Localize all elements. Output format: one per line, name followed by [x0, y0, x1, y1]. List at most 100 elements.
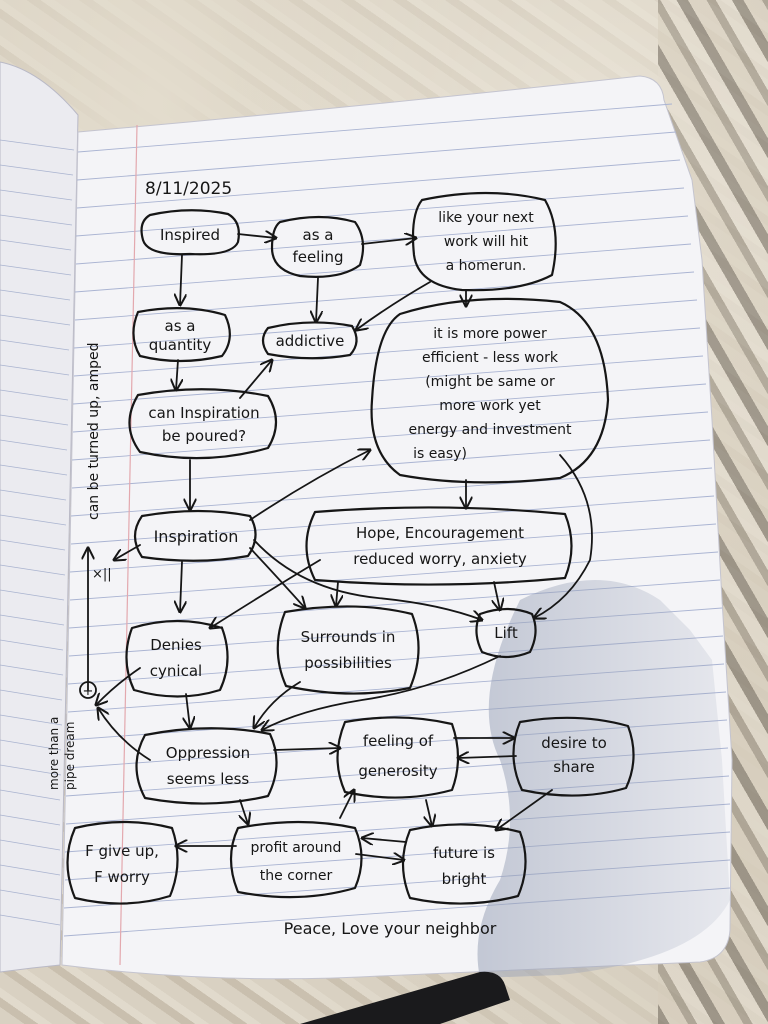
svg-text:profit around: profit around — [251, 840, 342, 856]
svg-text:cynical: cynical — [150, 662, 202, 680]
svg-text:Inspiration: Inspiration — [154, 527, 239, 546]
svg-text:be poured?: be poured? — [162, 427, 246, 445]
arrow-denies-to-oppression — [186, 693, 190, 728]
svg-text:quantity: quantity — [149, 336, 212, 354]
node-profit-shape — [229, 820, 363, 899]
arrow-desire-to-generosity — [458, 756, 517, 758]
label-denies-1: Denies — [150, 636, 202, 654]
plus-circle — [79, 681, 97, 699]
arrow-power-to-lift — [534, 454, 593, 618]
svg-text:as a: as a — [165, 317, 196, 335]
arrow-generosity-to-future — [426, 799, 432, 826]
label-hope-2: reduced worry, anxiety — [353, 550, 527, 568]
node-labels: Inspired as a feeling like your next wor… — [85, 210, 607, 888]
svg-text:generosity: generosity — [358, 762, 437, 780]
node-lift-shape — [475, 607, 537, 659]
arrow-inspiration-to-surrounds — [249, 547, 305, 608]
label-inspired: Inspired — [160, 226, 220, 244]
left-page — [0, 61, 79, 973]
node-give-up-shape — [66, 820, 179, 905]
node-hope-shape — [305, 506, 573, 586]
label-profit-2: the corner — [260, 868, 333, 884]
svg-text:more work yet: more work yet — [439, 398, 541, 414]
svg-text:Oppression: Oppression — [166, 744, 250, 762]
svg-text:addictive: addictive — [276, 332, 345, 350]
node-denies-cynical-shape — [125, 619, 229, 698]
svg-text:Inspired: Inspired — [160, 226, 220, 244]
label-power-6: is easy) — [413, 446, 467, 462]
arrow-profit-to-future — [355, 854, 404, 860]
svg-text:F worry: F worry — [94, 868, 150, 886]
node-homerun-shape — [411, 191, 557, 292]
label-giveup-1: F give up, — [85, 842, 159, 860]
svg-text:desire to: desire to — [541, 734, 607, 752]
label-power-2: efficient - less work — [422, 350, 559, 366]
node-oppression-shape — [135, 727, 278, 805]
footer-text: Peace, Love your neighbor — [284, 919, 497, 938]
svg-text:possibilities: possibilities — [304, 654, 392, 672]
arrow-profit-to-generosity — [339, 790, 354, 819]
svg-text:energy and investment: energy and investment — [408, 422, 572, 438]
node-future-shape — [401, 823, 527, 905]
arrow-hope-to-surrounds — [336, 581, 338, 606]
margin-line — [119, 124, 138, 966]
svg-text:can Inspiration: can Inspiration — [148, 404, 259, 422]
svg-text:bright: bright — [442, 870, 487, 888]
label-desire-2: share — [553, 758, 595, 776]
arrow-homerun-to-addictive — [356, 281, 431, 330]
label-power-3: (might be same or — [425, 374, 555, 390]
label-power-1: it is more power — [433, 326, 547, 342]
label-power-5: energy and investment — [408, 422, 572, 438]
arrow-inspiration-to-power — [249, 450, 370, 521]
label-future-1: future is — [433, 844, 495, 862]
node-as-a-feeling-shape — [270, 215, 365, 278]
label-oppression-2: seems less — [167, 770, 250, 788]
svg-text:efficient - less work: efficient - less work — [422, 350, 559, 366]
svg-text:like your next: like your next — [438, 210, 534, 226]
arrow-inspired-to-feeling — [237, 234, 276, 238]
svg-text:as a: as a — [303, 226, 334, 244]
label-surrounds-1: Surrounds in — [301, 628, 396, 646]
svg-text:Surrounds in: Surrounds in — [301, 628, 396, 646]
label-lift: Lift — [494, 624, 518, 642]
label-denies-2: cynical — [150, 662, 202, 680]
date: 8/11/2025 — [145, 179, 232, 199]
svg-text:Denies: Denies — [150, 636, 202, 654]
node-shapes — [66, 191, 635, 905]
arrow-inspiration-left — [114, 544, 141, 560]
arrow-oppression-to-profit — [240, 799, 248, 824]
label-poured-1: can Inspiration — [148, 404, 259, 422]
label-as-a-feeling-1: as a — [303, 226, 334, 244]
svg-text:work will hit: work will hit — [444, 234, 529, 250]
label-poured-2: be poured? — [162, 427, 246, 445]
label-profit-1: profit around — [251, 840, 342, 856]
node-desire-shape — [512, 716, 635, 797]
annotation-pipe-dream-2: pipe dream — [63, 722, 77, 790]
label-homerun-3: a homerun. — [446, 258, 527, 274]
label-giveup-2: F worry — [94, 868, 150, 886]
label-future-2: bright — [442, 870, 487, 888]
pen — [300, 971, 510, 1024]
svg-text:(might be same or: (might be same or — [425, 374, 555, 390]
arrow-hope-to-lift — [494, 581, 500, 610]
label-homerun-1: like your next — [438, 210, 534, 226]
svg-text:a homerun.: a homerun. — [446, 258, 527, 274]
left-page-lines — [0, 139, 75, 926]
arrow-poured-to-addictive — [239, 360, 272, 399]
arrow-denies-to-pipe — [96, 667, 141, 705]
node-inspired-shape — [140, 209, 240, 256]
node-surrounds-shape — [276, 605, 420, 695]
label-hope-1: Hope, Encouragement — [356, 524, 524, 542]
label-addictive: addictive — [276, 332, 345, 350]
svg-text:feeling: feeling — [292, 248, 343, 266]
label-generosity-1: feeling of — [363, 732, 434, 750]
arrow-inspired-to-quantity — [180, 254, 182, 305]
label-quantity-1: as a — [165, 317, 196, 335]
node-power-efficient-shape — [370, 297, 610, 484]
arrow-surrounds-to-oppression — [254, 681, 301, 728]
arrow-quantity-to-poured — [176, 359, 178, 390]
label-homerun-2: work will hit — [444, 234, 529, 250]
label-as-a-feeling-2: feeling — [292, 248, 343, 266]
